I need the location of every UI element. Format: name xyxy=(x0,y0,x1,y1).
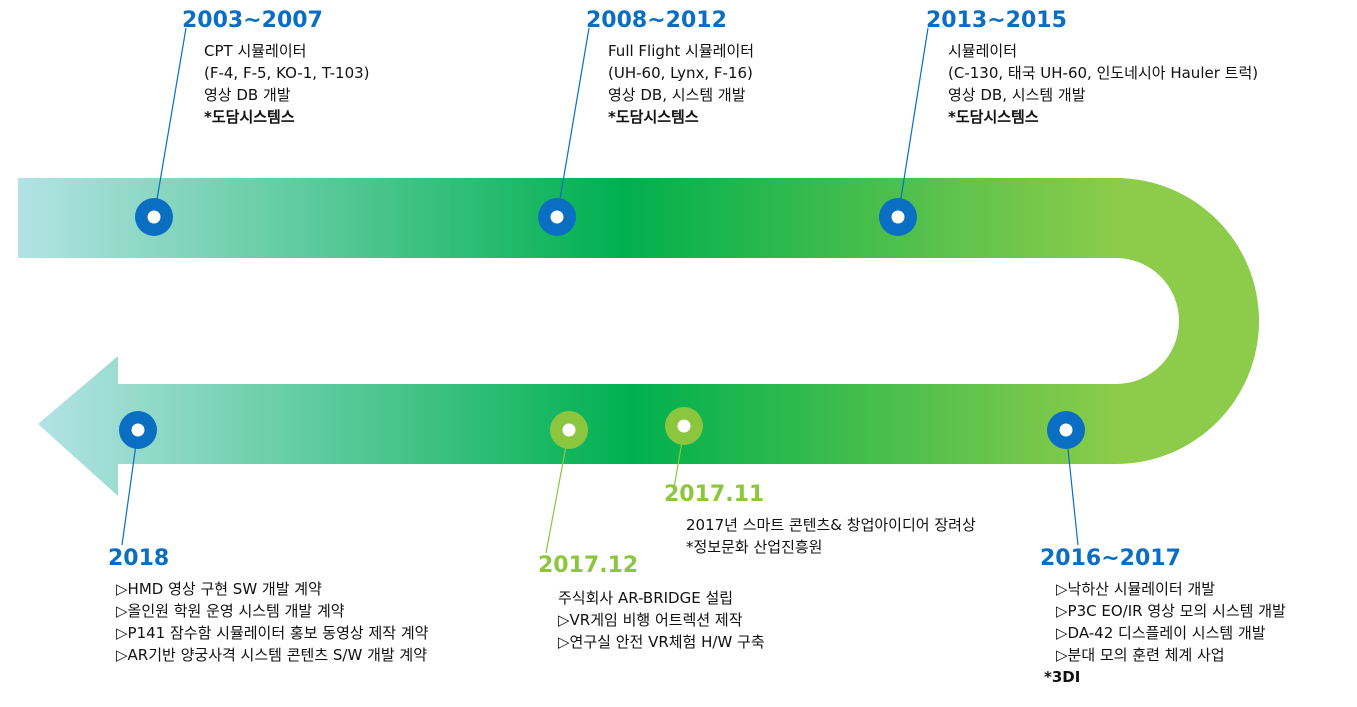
milestone-2003-2007: 2003~2007 CPT 시뮬레이터 (F-4, F-5, KO-1, T-1… xyxy=(182,8,370,128)
milestone-line: (UH-60, Lynx, F-16) xyxy=(608,64,753,82)
milestone-line: ▷HMD 영상 구현 SW 개발 계약 xyxy=(116,580,322,598)
milestone-note: *도담시스템스 xyxy=(204,108,295,126)
milestone-line: ▷분대 모의 훈련 체계 사업 xyxy=(1056,646,1225,664)
milestone-note: *도담시스템스 xyxy=(608,108,699,126)
milestone-line: *정보문화 산업진흥원 xyxy=(686,538,823,556)
milestone-line: ▷P3C EO/IR 영상 모의 시스템 개발 xyxy=(1056,602,1286,620)
milestone-note: *3DI xyxy=(1044,668,1081,686)
node-2018 xyxy=(119,411,157,449)
milestone-line: 영상 DB 개발 xyxy=(204,86,291,104)
milestone-line: ▷AR기반 양궁사격 시스템 콘텐츠 S/W 개발 계약 xyxy=(116,646,428,664)
milestone-line: 주식회사 AR-BRIDGE 설립 xyxy=(558,589,734,607)
node-2016 xyxy=(1047,411,1085,449)
leader-line-2016 xyxy=(1065,429,1079,546)
milestone-year: 2017.12 xyxy=(538,553,639,578)
leader-line-2018 xyxy=(121,429,139,546)
leader-line-2008 xyxy=(556,27,590,218)
node-2017-11 xyxy=(665,407,703,445)
milestone-line: ▷연구실 안전 VR체험 H/W 구축 xyxy=(558,633,765,651)
leader-line-2013 xyxy=(897,27,929,218)
node-2008 xyxy=(538,198,576,236)
milestone-year: 2017.11 xyxy=(664,482,765,507)
milestone-2017-12: 2017.12 주식회사 AR-BRIDGE 설립 ▷VR게임 비행 어트렉션 … xyxy=(538,553,765,653)
milestone-2013-2015: 2013~2015 시뮬레이터 (C-130, 태국 UH-60, 인도네시아 … xyxy=(926,8,1258,128)
milestone-line: ▷P141 잠수함 시뮬레이터 홍보 동영상 제작 계약 xyxy=(116,624,429,642)
milestone-note: *도담시스템스 xyxy=(948,108,1039,126)
milestone-line: (F-4, F-5, KO-1, T-103) xyxy=(204,64,370,82)
milestone-line: ▷DA-42 디스플레이 시스템 개발 xyxy=(1056,624,1266,642)
node-2017-12 xyxy=(550,411,588,449)
milestone-2017-11: 2017.11 2017년 스마트 콘텐츠& 창업아이디어 장려상 *정보문화 … xyxy=(664,482,976,558)
milestone-line: ▷VR게임 비행 어트렉션 제작 xyxy=(558,611,743,629)
milestone-line: (C-130, 태국 UH-60, 인도네시아 Hauler 트럭) xyxy=(948,64,1259,82)
milestone-line: ▷낙하산 시뮬레이터 개발 xyxy=(1056,580,1216,598)
milestone-year: 2003~2007 xyxy=(182,8,323,33)
node-2013 xyxy=(879,198,917,236)
milestone-2016-2017: 2016~2017 ▷낙하산 시뮬레이터 개발 ▷P3C EO/IR 영상 모의… xyxy=(1040,546,1286,688)
milestone-line: 2017년 스마트 콘텐츠& 창업아이디어 장려상 xyxy=(686,516,976,534)
milestone-line: CPT 시뮬레이터 xyxy=(204,42,307,60)
milestone-year: 2013~2015 xyxy=(926,8,1067,33)
timeline-band-curve xyxy=(1116,178,1259,464)
milestone-year: 2016~2017 xyxy=(1040,546,1181,571)
leader-line-2003 xyxy=(153,27,187,218)
milestone-line: 영상 DB, 시스템 개발 xyxy=(948,86,1086,104)
milestone-2018: 2018 ▷HMD 영상 구현 SW 개발 계약 ▷올인원 학원 운영 시스템 … xyxy=(108,546,428,666)
milestone-line: ▷올인원 학원 운영 시스템 개발 계약 xyxy=(116,602,345,620)
node-2003 xyxy=(135,198,173,236)
milestone-line: 시뮬레이터 xyxy=(948,42,1018,60)
milestone-line: Full Flight 시뮬레이터 xyxy=(608,42,755,60)
milestone-year: 2018 xyxy=(108,546,170,571)
milestone-year: 2008~2012 xyxy=(586,8,727,33)
leader-line-2017-12 xyxy=(545,429,570,554)
milestone-line: 영상 DB, 시스템 개발 xyxy=(608,86,746,104)
milestone-2008-2012: 2008~2012 Full Flight 시뮬레이터 (UH-60, Lynx… xyxy=(586,8,754,128)
